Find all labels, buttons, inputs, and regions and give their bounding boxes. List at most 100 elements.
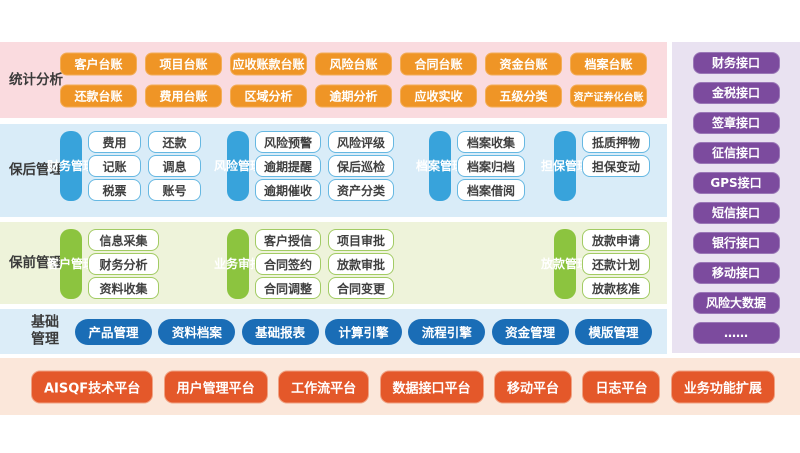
- platform-block: 用户管理平台: [163, 370, 268, 403]
- base-block: 基础报表: [241, 318, 319, 345]
- interface-block: 短信接口: [692, 201, 780, 224]
- interface-block: 签章接口: [692, 111, 780, 134]
- stats-block: 资产证券化台账: [570, 84, 647, 108]
- group-pill: 客户管理: [47, 229, 95, 299]
- interface-block: 银行接口: [692, 231, 780, 254]
- group-pill: 担保管理: [541, 131, 589, 201]
- interface-block: 财务接口: [692, 51, 780, 74]
- stats-block: 还款台账: [60, 84, 137, 108]
- platform-grid: AISQF技术平台 用户管理平台 工作流平台 数据接口平台 移动平台 日志平台 …: [31, 370, 775, 403]
- customer-management-group: 客户管理 信息采集 财务分析 资料收集: [47, 229, 159, 299]
- stats-block: 风险台账: [315, 52, 392, 76]
- platform-block: AISQF技术平台: [31, 370, 154, 403]
- base-block: 模版管理: [574, 318, 652, 345]
- group-cells: 风险预警 风险评级 逾期提醒 保后巡检 逾期催收 资产分类: [255, 131, 394, 201]
- module-block: 放款核准: [582, 277, 650, 299]
- loan-management-group: 放款管理 放款申请 还款计划 放款核准: [541, 229, 650, 299]
- platform-block: 移动平台: [494, 370, 573, 403]
- module-block: 保后巡检: [328, 155, 394, 177]
- module-block: 合同签约: [255, 253, 321, 275]
- risk-management-group: 风险管理 风险预警 风险评级 逾期提醒 保后巡检 逾期催收 资产分类: [214, 131, 394, 201]
- module-block: 调息: [148, 155, 201, 177]
- guarantee-management-group: 担保管理 抵质押物 担保变动: [541, 131, 650, 201]
- base-block: 资金管理: [491, 318, 569, 345]
- module-block: 资料收集: [88, 277, 159, 299]
- interface-block: 风险大数据: [692, 291, 780, 314]
- interface-block: GPS接口: [692, 171, 780, 194]
- stats-block: 应收账款台账: [230, 52, 307, 76]
- module-block: 抵质押物: [582, 131, 650, 153]
- base-block: 资料档案: [158, 318, 236, 345]
- archive-management-group: 档案管理 档案收集 档案归档 档案借阅: [416, 131, 525, 201]
- group-cells: 信息采集 财务分析 资料收集: [88, 229, 159, 299]
- module-block: 风险预警: [255, 131, 321, 153]
- module-block: 信息采集: [88, 229, 159, 251]
- group-cells: 客户授信 项目审批 合同签约 放款审批 合同调整 合同变更: [255, 229, 394, 299]
- group-cells: 抵质押物 担保变动: [582, 131, 650, 177]
- group-cells: 费用 还款 记账 调息 税票 账号: [88, 131, 201, 201]
- pre-band-label: 保前管理: [9, 254, 63, 271]
- group-pill: 档案管理: [416, 131, 464, 201]
- stats-block: 逾期分析: [315, 84, 392, 108]
- interface-more-block: ……: [692, 321, 780, 344]
- module-block: 费用: [88, 131, 141, 153]
- interface-column: 财务接口 金税接口 签章接口 征信接口 GPS接口 短信接口 银行接口 移动接口…: [672, 42, 800, 353]
- stats-block: 档案台账: [570, 52, 647, 76]
- module-block: 放款审批: [328, 253, 394, 275]
- interface-block: 金税接口: [692, 81, 780, 104]
- group-cells: 档案收集 档案归档 档案借阅: [457, 131, 525, 201]
- module-block: 还款计划: [582, 253, 650, 275]
- module-block: 风险评级: [328, 131, 394, 153]
- stats-block: 区域分析: [230, 84, 307, 108]
- base-band-label: 基础管理: [31, 314, 59, 348]
- module-block: 客户授信: [255, 229, 321, 251]
- base-grid: 产品管理 资料档案 基础报表 计算引擎 流程引擎 资金管理 模版管理: [75, 318, 652, 345]
- interface-block: 征信接口: [692, 141, 780, 164]
- group-cells: 放款申请 还款计划 放款核准: [582, 229, 650, 299]
- stats-block: 五级分类: [485, 84, 562, 108]
- stats-block: 资金台账: [485, 52, 562, 76]
- group-pill: 财务管理: [47, 131, 95, 201]
- base-block: 流程引擎: [408, 318, 486, 345]
- module-block: 档案归档: [457, 155, 525, 177]
- module-block: 项目审批: [328, 229, 394, 251]
- platform-block: 数据接口平台: [379, 370, 484, 403]
- module-block: 还款: [148, 131, 201, 153]
- module-block: 档案收集: [457, 131, 525, 153]
- module-block: 逾期提醒: [255, 155, 321, 177]
- module-block: 档案借阅: [457, 179, 525, 201]
- extension-block: 业务功能扩展: [670, 370, 775, 403]
- module-block: 税票: [88, 179, 141, 201]
- interface-band: 财务接口 金税接口 签章接口 征信接口 GPS接口 短信接口 银行接口 移动接口…: [672, 42, 800, 353]
- module-block: 合同变更: [328, 277, 394, 299]
- stats-grid: 客户台账 项目台账 应收账款台账 风险台账 合同台账 资金台账 档案台账 还款台…: [60, 52, 647, 108]
- stats-block: 合同台账: [400, 52, 477, 76]
- module-block: 财务分析: [88, 253, 159, 275]
- module-block: 放款申请: [582, 229, 650, 251]
- base-block: 产品管理: [75, 318, 152, 345]
- platform-block: 日志平台: [582, 370, 661, 403]
- stats-block: 项目台账: [145, 52, 222, 76]
- stats-block: 应收实收: [400, 84, 477, 108]
- stats-band-label: 统计分析: [9, 71, 63, 88]
- stats-block: 费用台账: [145, 84, 222, 108]
- group-pill: 风险管理: [214, 131, 262, 201]
- base-management-band: 基础管理 产品管理 资料档案 基础报表 计算引擎 流程引擎 资金管理 模版管理: [0, 309, 667, 354]
- stats-block: 客户台账: [60, 52, 137, 76]
- group-pill: 放款管理: [541, 229, 589, 299]
- module-block: 资产分类: [328, 179, 394, 201]
- interface-block: 移动接口: [692, 261, 780, 284]
- stats-band: 统计分析 客户台账 项目台账 应收账款台账 风险台账 合同台账 资金台账 档案台…: [0, 42, 667, 118]
- post-band-label: 保后管理: [9, 162, 63, 179]
- module-block: 担保变动: [582, 155, 650, 177]
- finance-management-group: 财务管理 费用 还款 记账 调息 税票 账号: [47, 131, 201, 201]
- module-block: 账号: [148, 179, 201, 201]
- group-pill: 业务审批: [214, 229, 262, 299]
- business-approval-group: 业务审批 客户授信 项目审批 合同签约 放款审批 合同调整 合同变更: [214, 229, 394, 299]
- module-block: 记账: [88, 155, 141, 177]
- module-block: 逾期催收: [255, 179, 321, 201]
- platform-block: 工作流平台: [278, 370, 370, 403]
